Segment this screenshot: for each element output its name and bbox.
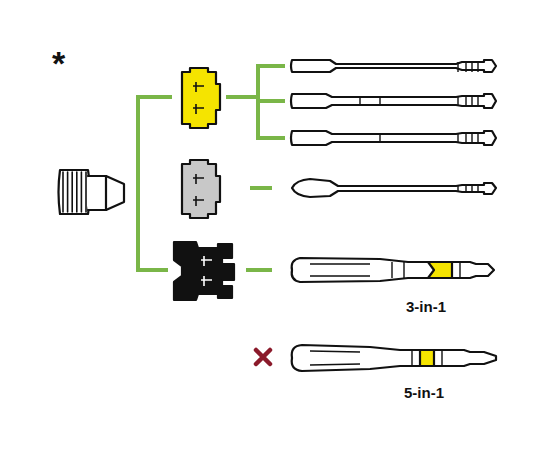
lance <box>291 94 496 108</box>
model-label: 5-in-1 <box>404 385 444 400</box>
knurl-line <box>71 172 73 212</box>
knurl-line <box>81 172 83 212</box>
knurl-line <box>85 172 87 212</box>
lance <box>291 131 496 145</box>
knurl-line <box>67 172 69 212</box>
yellow-adapter <box>182 68 220 128</box>
grey-adapter <box>182 160 220 218</box>
lance <box>291 60 496 72</box>
model-label: 3-in-1 <box>406 299 446 314</box>
black-adapter <box>174 242 234 300</box>
asterisk-mark: * <box>52 46 65 80</box>
nozzle-icon <box>59 170 125 214</box>
red-cross <box>256 350 270 364</box>
knurl-line <box>76 172 78 212</box>
wand-3-in-1 <box>292 258 494 282</box>
wand-5-in-1 <box>292 345 496 371</box>
knurl-line <box>62 172 64 212</box>
lance <box>292 179 496 197</box>
bracket-lines <box>138 66 285 270</box>
